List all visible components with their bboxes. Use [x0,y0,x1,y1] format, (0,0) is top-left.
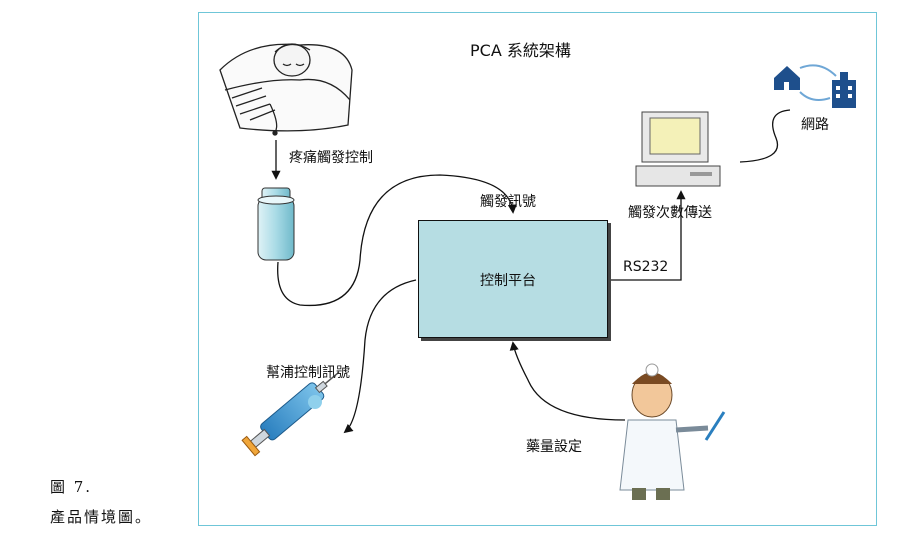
link-arc-icon [799,64,837,77]
drop-icon [308,395,322,409]
doctor-illustration [619,363,726,500]
network-line [739,109,791,163]
trigger-count-label: 觸發次數傳送 [628,205,712,221]
diagram-frame [198,12,877,526]
syringe-icon [241,371,340,457]
caption-number: 圖 7. [50,478,93,496]
pain-trigger-label: 疼痛觸發控制 [289,150,373,166]
dose-setting-line [509,341,626,421]
trigger-signal-label: 觸發訊號 [480,194,536,210]
link-arc-icon [799,91,831,101]
network-label: 網路 [801,117,829,133]
house-icon [774,66,800,90]
trigger-signal-line [277,174,517,307]
pump-signal-label: 幫浦控制訊號 [266,365,350,381]
dose-setting-label: 藥量設定 [526,439,582,455]
control-platform-box [418,220,608,338]
hospital-icon [832,72,856,108]
diagram-title: PCA 系統架構 [470,41,571,60]
rs232-label: RS232 [623,259,669,275]
computer-icon [635,111,721,187]
caption-text: 產品情境圖。 [50,508,153,526]
rs232-line [610,190,686,281]
trigger-device-icon [257,187,295,261]
patient-illustration [219,43,353,136]
control-platform-label: 控制平台 [480,273,536,289]
pump-signal-line [343,279,417,434]
